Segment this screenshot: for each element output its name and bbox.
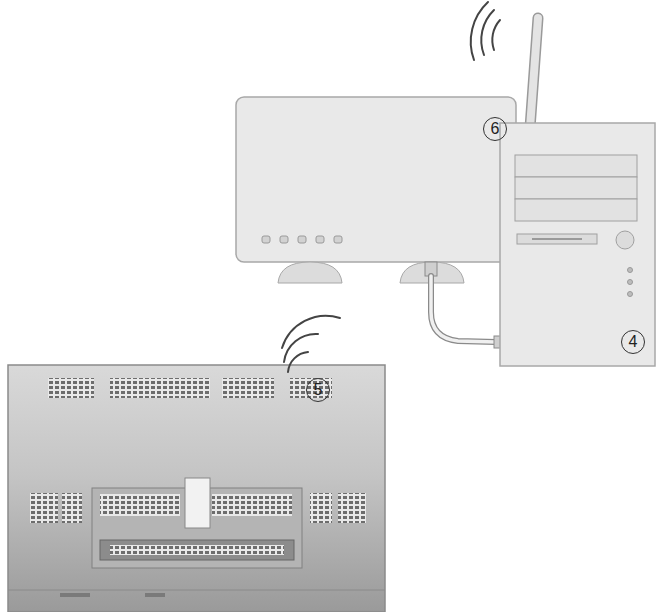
router bbox=[236, 97, 516, 283]
callout-number: 6 bbox=[483, 117, 507, 141]
tv-back bbox=[8, 365, 385, 612]
pc-tower bbox=[500, 123, 655, 366]
callout-number: 4 bbox=[621, 330, 645, 354]
callout-number: 5 bbox=[306, 378, 330, 402]
wifi-waves bbox=[282, 316, 340, 372]
wifi-waves bbox=[471, 2, 500, 60]
